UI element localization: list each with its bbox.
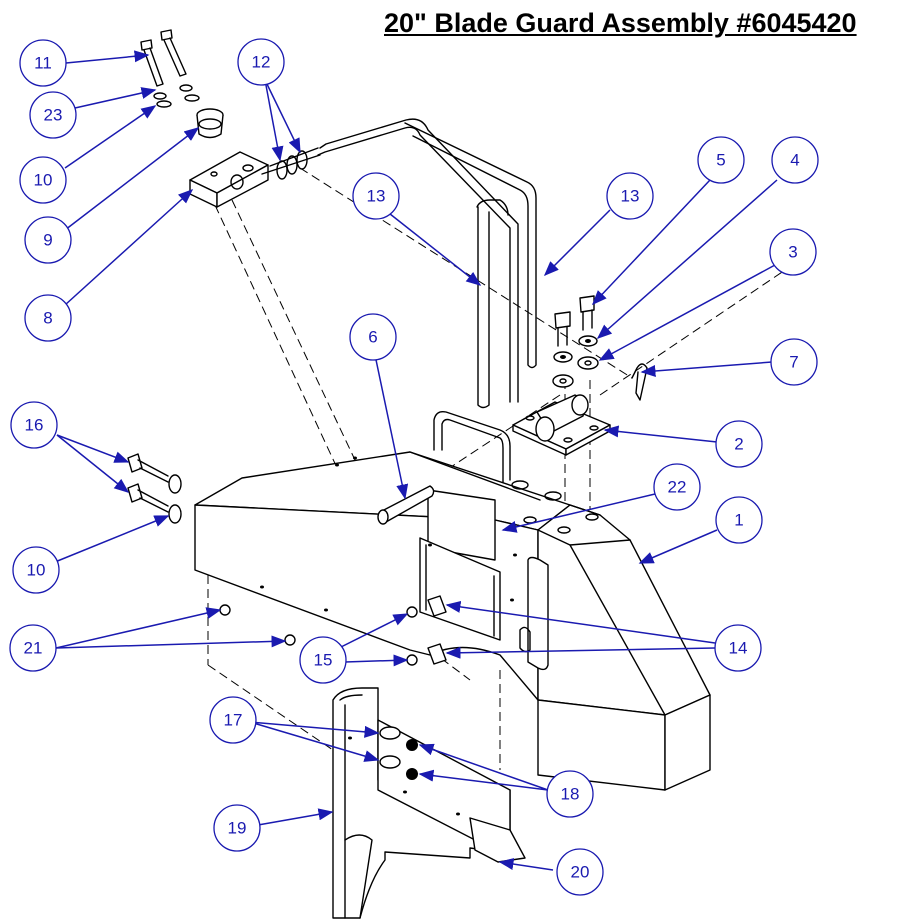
mounting-block bbox=[189, 147, 321, 208]
svg-text:21: 21 bbox=[24, 639, 43, 658]
svg-text:7: 7 bbox=[789, 353, 798, 372]
handle-bolts bbox=[140, 29, 224, 139]
callout-1: 1 bbox=[715, 496, 763, 544]
svg-text:3: 3 bbox=[788, 243, 797, 262]
svg-text:10: 10 bbox=[27, 561, 46, 580]
callout-11: 11 bbox=[19, 39, 67, 87]
svg-text:11: 11 bbox=[34, 54, 52, 73]
svg-text:19: 19 bbox=[228, 819, 247, 838]
svg-text:4: 4 bbox=[790, 151, 799, 170]
hinge-plate bbox=[512, 394, 611, 456]
callout-19: 19 bbox=[213, 804, 261, 852]
lower-guard bbox=[332, 687, 526, 919]
callout-20: 20 bbox=[556, 848, 604, 896]
callout-14: 14 bbox=[714, 624, 762, 672]
callout-9: 9 bbox=[24, 216, 72, 264]
callout-18: 18 bbox=[546, 770, 594, 818]
svg-text:9: 9 bbox=[43, 231, 52, 250]
callout-17: 17 bbox=[209, 696, 257, 744]
callout-21: 21 bbox=[9, 624, 57, 672]
callout-15: 15 bbox=[299, 636, 347, 684]
svg-text:5: 5 bbox=[716, 151, 725, 170]
svg-text:15: 15 bbox=[314, 651, 333, 670]
svg-text:1: 1 bbox=[734, 511, 743, 530]
callout-10-top: 10 bbox=[19, 156, 67, 204]
svg-text:16: 16 bbox=[25, 416, 44, 435]
hinge-bolts bbox=[552, 295, 599, 388]
svg-text:13: 13 bbox=[621, 187, 640, 206]
callout-3: 3 bbox=[769, 228, 817, 276]
callout-16: 16 bbox=[10, 401, 58, 449]
callout-22: 22 bbox=[653, 463, 701, 511]
callout-6: 6 bbox=[349, 313, 397, 361]
svg-text:23: 23 bbox=[44, 106, 63, 125]
diagram-title: 20" Blade Guard Assembly #6045420 bbox=[384, 8, 857, 38]
svg-text:22: 22 bbox=[668, 478, 687, 497]
callout-leaders bbox=[54, 50, 778, 871]
side-bolts bbox=[127, 453, 182, 524]
callout-8: 8 bbox=[24, 294, 72, 342]
callout-13-left: 13 bbox=[352, 172, 400, 220]
callout-4: 4 bbox=[771, 136, 819, 184]
svg-text:18: 18 bbox=[561, 785, 580, 804]
svg-text:8: 8 bbox=[43, 309, 52, 328]
callout-13-right: 13 bbox=[606, 172, 654, 220]
svg-text:10: 10 bbox=[34, 171, 53, 190]
callout-2: 2 bbox=[715, 420, 763, 468]
callout-12: 12 bbox=[237, 38, 285, 86]
svg-text:12: 12 bbox=[252, 53, 271, 72]
handle-tubes bbox=[317, 118, 537, 409]
svg-text:2: 2 bbox=[734, 435, 743, 454]
callout-10-side: 10 bbox=[12, 546, 60, 594]
svg-text:6: 6 bbox=[368, 328, 377, 347]
svg-text:17: 17 bbox=[224, 711, 243, 730]
svg-text:13: 13 bbox=[367, 187, 386, 206]
clip-pin bbox=[631, 363, 648, 401]
svg-text:20: 20 bbox=[571, 863, 590, 882]
callout-5: 5 bbox=[697, 136, 745, 184]
guard-pin bbox=[377, 485, 435, 525]
callout-23: 23 bbox=[29, 91, 77, 139]
callout-7: 7 bbox=[770, 338, 818, 386]
svg-text:14: 14 bbox=[729, 639, 748, 658]
lift-handle bbox=[409, 410, 541, 501]
